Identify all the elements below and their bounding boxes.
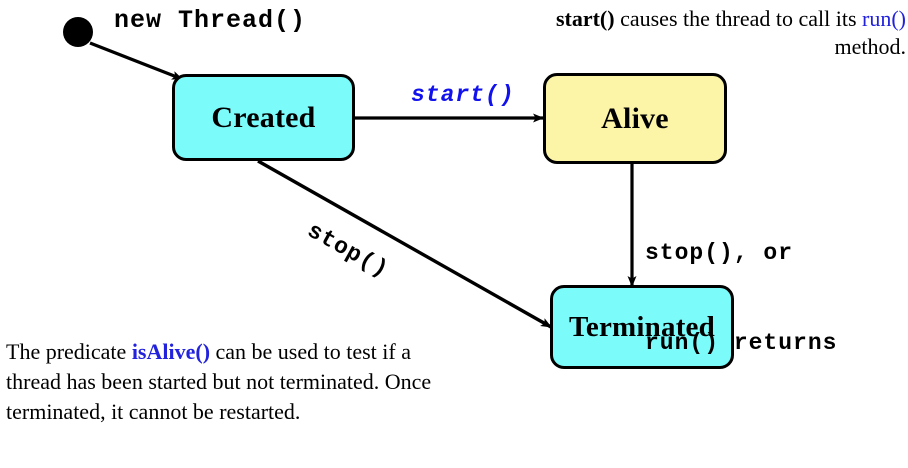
note-start-bold-term: start() — [555, 6, 615, 31]
state-created[interactable]: Created — [172, 74, 355, 161]
transition-label-stop-or-run-line2: run() returns — [645, 330, 838, 356]
state-alive[interactable]: Alive — [543, 73, 727, 164]
state-alive-label: Alive — [601, 101, 669, 135]
transition-label-new-thread: new Thread() — [114, 6, 307, 35]
note-isalive-blue-term: isAlive() — [131, 339, 211, 364]
state-terminated-label: Terminated — [569, 310, 715, 343]
transition-label-stop-or-run-line1: stop(), or — [645, 240, 794, 266]
transition-label-start: start() — [411, 82, 515, 108]
transition-label-stop: stop() — [302, 217, 393, 284]
note-isalive-text-rest: can be used to test if a thread has been… — [6, 339, 432, 424]
note-start-text-end: method. — [834, 34, 907, 59]
note-isalive-text-start: The predicate — [6, 339, 132, 364]
note-start-text-mid: causes the thread to call its — [614, 6, 857, 31]
arrow-init-to-created — [89, 41, 183, 81]
state-created-label: Created — [211, 100, 316, 134]
initial-state-dot — [63, 17, 93, 47]
note-start-behavior: start() causes the thread to call its ru… — [510, 5, 906, 61]
note-isalive-predicate: The predicate isAlive() can be used to t… — [6, 337, 456, 427]
arrow-created-to-terminated — [257, 159, 552, 329]
state-terminated[interactable]: Terminated — [550, 285, 734, 369]
transition-label-stop-or-run: stop(), or run() returns — [645, 178, 837, 418]
note-start-blue-term: run() — [862, 6, 906, 31]
